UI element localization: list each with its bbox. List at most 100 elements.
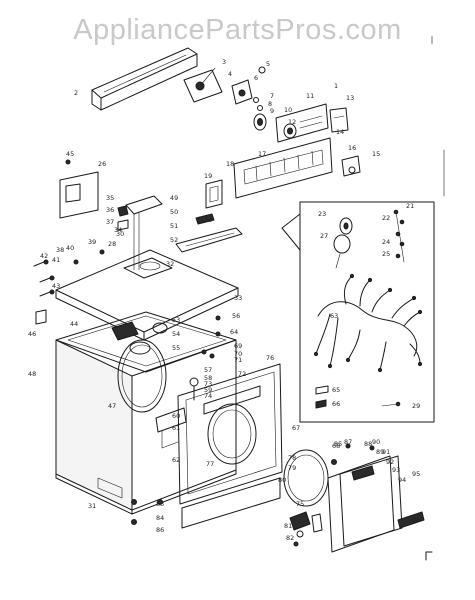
callout-12: 12 — [288, 118, 296, 126]
control-knob[interactable] — [253, 113, 267, 131]
callout-55: 55 — [172, 344, 180, 352]
harness-connectors-21-25[interactable] — [393, 209, 405, 263]
callout-71: 71 — [234, 356, 242, 364]
callout-21: 21 — [406, 202, 414, 210]
callout-72: 72 — [238, 370, 246, 378]
callout-25: 25 — [382, 250, 390, 258]
callout-15: 15 — [372, 150, 380, 158]
callout-82: 82 — [286, 534, 294, 542]
callout-32: 32 — [166, 260, 174, 268]
left-screws[interactable] — [33, 249, 105, 325]
blower-housing[interactable] — [111, 321, 168, 355]
callout-20: 20 — [204, 216, 212, 224]
callout-63: 63 — [330, 312, 338, 320]
callout-91: 91 — [382, 448, 390, 456]
callout-94: 94 — [398, 476, 406, 484]
end-cap-left[interactable] — [205, 179, 223, 209]
toe-panel[interactable] — [131, 477, 281, 529]
callout-93: 93 — [392, 466, 400, 474]
harness-terminals-65-66[interactable] — [315, 385, 401, 409]
callout-45: 45 — [66, 150, 74, 158]
callout-59: 59 — [204, 386, 212, 394]
callout-19: 19 — [204, 172, 212, 180]
top-trim-strip[interactable] — [91, 47, 198, 111]
callout-88: 88 — [364, 440, 372, 448]
callout-74: 74 — [204, 392, 212, 400]
callout-3: 3 — [222, 58, 226, 66]
door-hinge[interactable] — [289, 511, 323, 547]
callout-48: 48 — [28, 370, 36, 378]
callout-29: 29 — [412, 402, 420, 410]
top-cover[interactable] — [55, 249, 239, 341]
callout-24: 24 — [382, 238, 390, 246]
lint-screen[interactable] — [195, 213, 215, 225]
wiring-harness-inset — [281, 201, 435, 423]
wire-harness[interactable] — [313, 273, 423, 373]
callout-76: 76 — [266, 354, 274, 362]
cabinet[interactable] — [55, 311, 237, 515]
callout-10: 10 — [284, 106, 292, 114]
left-side-bracket[interactable] — [59, 159, 99, 219]
callout-62: 62 — [172, 456, 180, 464]
panel-bracket[interactable] — [329, 107, 349, 133]
callout-30: 30 — [116, 230, 124, 238]
callout-52: 52 — [170, 236, 178, 244]
callout-41: 41 — [52, 256, 60, 264]
callout-8: 8 — [268, 100, 272, 108]
callout-11: 11 — [306, 92, 314, 100]
callout-66: 66 — [332, 400, 340, 408]
callout-37: 37 — [106, 218, 114, 226]
callout-58: 58 — [204, 374, 212, 382]
callout-69: 69 — [234, 342, 242, 350]
callout-70: 70 — [234, 350, 242, 358]
callout-5: 5 — [266, 60, 270, 68]
callout-51: 51 — [170, 222, 178, 230]
callout-86: 86 — [156, 526, 164, 534]
callout-84: 84 — [156, 514, 164, 522]
loading-door[interactable] — [327, 443, 425, 553]
end-cap-right[interactable] — [341, 155, 361, 177]
callout-96: 96 — [412, 516, 420, 524]
callout-14: 14 — [336, 128, 344, 136]
lid-hinge-clip[interactable] — [125, 195, 163, 271]
callout-34: 34 — [114, 226, 122, 234]
right-edge-marks — [425, 35, 445, 561]
callout-68: 68 — [332, 442, 340, 450]
callout-9: 9 — [270, 107, 274, 115]
callout-44: 44 — [70, 320, 78, 328]
lid-switch[interactable] — [117, 205, 129, 231]
callout-83: 83 — [156, 500, 164, 508]
callout-33: 33 — [234, 294, 242, 302]
lid-strip[interactable] — [175, 227, 243, 253]
callout-27: 27 — [320, 232, 328, 240]
callout-49: 49 — [170, 194, 178, 202]
callout-60: 60 — [172, 412, 180, 420]
control-panel[interactable] — [275, 103, 329, 143]
timer-bracket[interactable] — [183, 67, 223, 103]
callout-73: 73 — [204, 380, 212, 388]
callout-57: 57 — [204, 366, 212, 374]
callout-75: 75 — [296, 500, 304, 508]
callout-23: 23 — [318, 210, 326, 218]
callout-13: 13 — [346, 94, 354, 102]
harness-plug-27[interactable] — [333, 234, 351, 269]
callout-80: 80 — [278, 476, 286, 484]
callout-79: 79 — [288, 464, 296, 472]
callout-78: 78 — [288, 454, 296, 462]
harness-plug-23[interactable] — [339, 217, 353, 235]
callout-38: 38 — [56, 246, 64, 254]
backsplash-panel[interactable] — [233, 137, 333, 199]
callout-46: 46 — [28, 330, 36, 338]
callout-89: 89 — [376, 448, 384, 456]
front-panel[interactable] — [177, 363, 283, 505]
callout-36: 36 — [106, 206, 114, 214]
callout-22: 22 — [382, 214, 390, 222]
callout-1: 1 — [334, 82, 338, 90]
callout-40: 40 — [66, 244, 74, 252]
timer-switch[interactable] — [231, 66, 266, 111]
cabinet-right-hardware[interactable] — [155, 315, 221, 449]
callout-81: 81 — [284, 522, 292, 530]
callout-35: 35 — [106, 194, 114, 202]
